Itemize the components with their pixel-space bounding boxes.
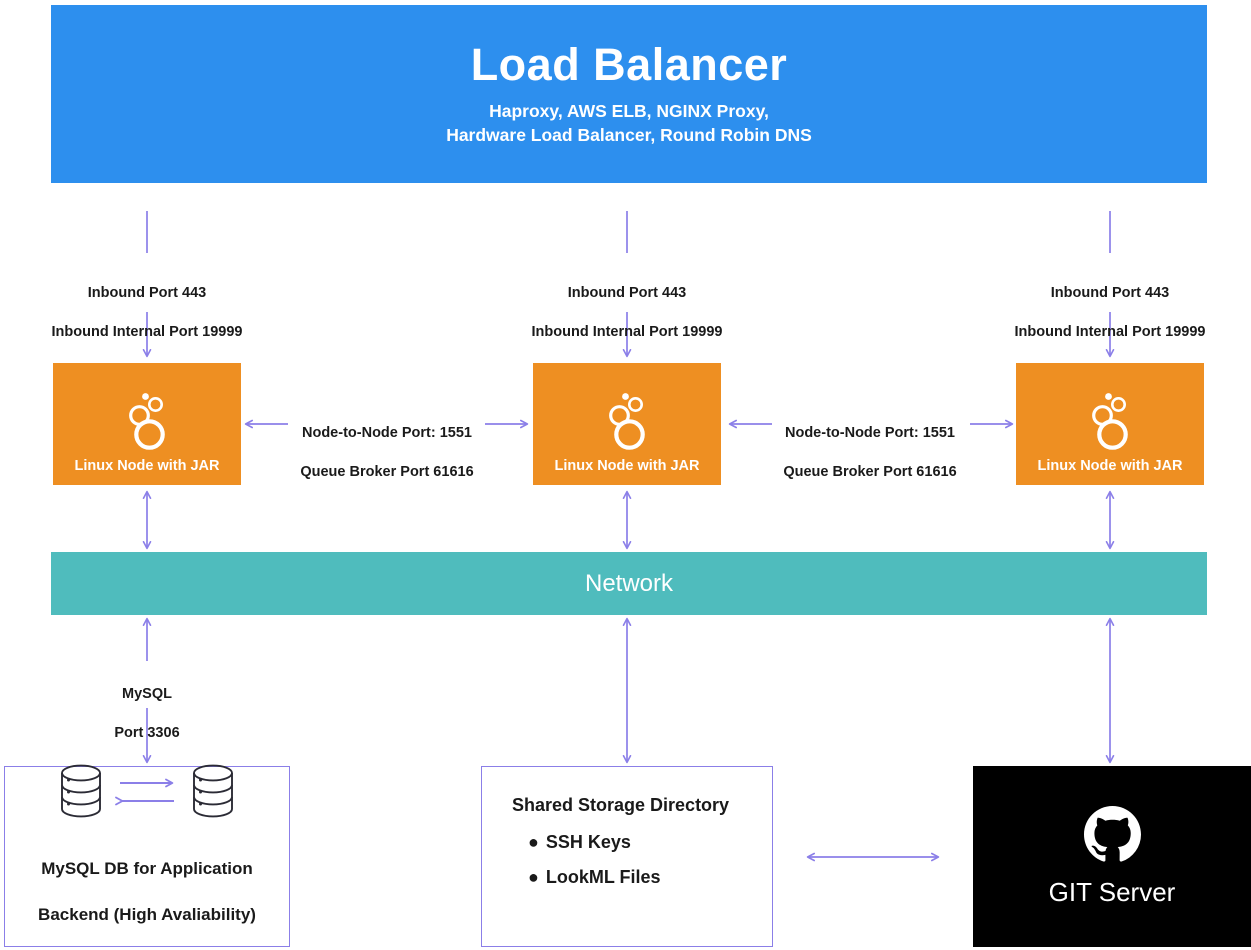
github-octocat-icon	[1083, 805, 1141, 862]
database-cylinder-icon	[61, 764, 101, 818]
inbound-label-node-1-line2: Inbound Internal Port 19999	[51, 323, 243, 340]
inbound-label-node-2-line2: Inbound Internal Port 19999	[531, 323, 723, 340]
mysql-database-caption-line2: Backend (High Avaliability)	[38, 904, 256, 924]
git-server-label: GIT Server	[1048, 876, 1176, 907]
bidirectional-replication-icon	[115, 778, 174, 806]
node-link-label-2: Node-to-Node Port: 1551 Queue Broker Por…	[768, 404, 972, 502]
linux-node-1-label: Linux Node with JAR	[74, 458, 220, 474]
linux-node-3[interactable]: Linux Node with JAR	[1016, 363, 1204, 485]
load-balancer-banner: Load Balancer Haproxy, AWS ELB, NGINX Pr…	[51, 5, 1207, 183]
mysql-link-label-line1: MySQL	[122, 685, 172, 702]
looker-logo-icon	[129, 393, 165, 450]
inbound-label-node-3-line1: Inbound Port 443	[1050, 284, 1170, 301]
bullet-icon: ●	[528, 867, 539, 887]
linux-node-3-label: Linux Node with JAR	[1037, 458, 1183, 474]
shared-storage-box[interactable]: Shared Storage Directory ● SSH Keys ● Look…	[481, 766, 773, 947]
network-bar: Network	[51, 552, 1207, 615]
load-balancer-subtitle-line2: Hardware Load Balancer, Round Robin DNS	[446, 124, 812, 145]
node-link-label-2-line2: Queue Broker Port 61616	[783, 463, 957, 480]
looker-logo-icon	[609, 393, 645, 450]
inbound-label-node-2-line1: Inbound Port 443	[567, 284, 687, 301]
load-balancer-subtitle-line1: Haproxy, AWS ELB, NGINX Proxy,	[489, 101, 769, 121]
linux-node-2[interactable]: Linux Node with JAR	[533, 363, 721, 485]
database-replication-group	[58, 763, 236, 819]
node-link-label-1-line1: Node-to-Node Port: 1551	[302, 424, 472, 441]
bullet-icon: ●	[528, 832, 539, 852]
mysql-link-label-line2: Port 3306	[114, 724, 180, 741]
mysql-link-label: MySQL Port 3306	[77, 665, 217, 763]
shared-storage-item-lookml-files: ● LookML Files	[528, 867, 772, 888]
linux-node-1[interactable]: Linux Node with JAR	[53, 363, 241, 485]
database-cylinder-icon	[193, 764, 233, 818]
inbound-label-node-1: Inbound Port 443 Inbound Internal Port 1…	[27, 264, 267, 362]
mysql-database-caption-line1: MySQL DB for Application	[41, 859, 253, 879]
load-balancer-title: Load Balancer	[470, 38, 788, 90]
shared-storage-title: Shared Storage Directory	[512, 795, 730, 815]
inbound-label-node-3: Inbound Port 443 Inbound Internal Port 1…	[990, 264, 1230, 362]
inbound-label-node-1-line1: Inbound Port 443	[87, 284, 207, 301]
shared-storage-item-ssh-keys: ● SSH Keys	[528, 832, 772, 853]
shared-storage-item-lookml-files-label: LookML Files	[545, 867, 661, 887]
inbound-label-node-2: Inbound Port 443 Inbound Internal Port 1…	[507, 264, 747, 362]
node-link-label-2-line1: Node-to-Node Port: 1551	[785, 424, 955, 441]
load-balancer-subtitle: Haproxy, AWS ELB, NGINX Proxy, Hardware …	[446, 100, 812, 147]
inbound-label-node-3-line2: Inbound Internal Port 19999	[1014, 323, 1206, 340]
shared-storage-item-ssh-keys-label: SSH Keys	[545, 832, 631, 852]
node-link-label-1-line2: Queue Broker Port 61616	[300, 463, 474, 480]
mysql-database-caption: MySQL DB for Application Backend (High A…	[38, 835, 256, 950]
git-server-box[interactable]: GIT Server	[973, 766, 1251, 947]
network-label: Network	[584, 569, 674, 597]
node-link-label-1: Node-to-Node Port: 1551 Queue Broker Por…	[285, 404, 489, 502]
linux-node-2-label: Linux Node with JAR	[554, 458, 700, 474]
mysql-database-box[interactable]: MySQL DB for Application Backend (High A…	[4, 763, 290, 950]
looker-logo-icon	[1092, 393, 1128, 450]
